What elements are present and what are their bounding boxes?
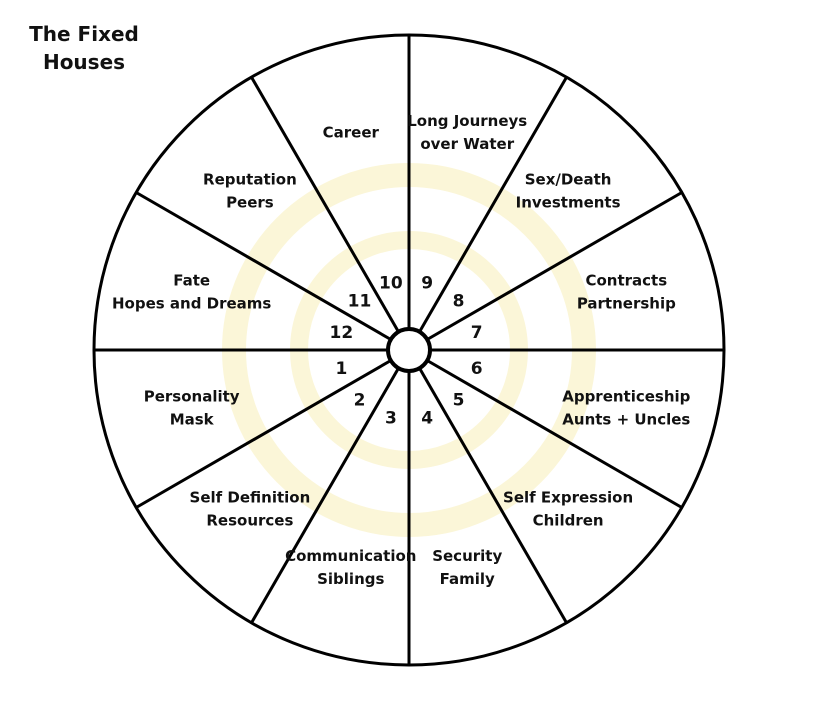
diagram-title: The Fixed Houses (14, 20, 154, 76)
house-10-label-line: Career (323, 124, 380, 142)
house-3-number: 3 (385, 409, 397, 429)
house-8-label-line: Investments (516, 193, 621, 211)
title-line-1: The Fixed (29, 22, 139, 46)
house-11-label-line: Peers (226, 193, 274, 211)
house-9-label-line: over Water (420, 135, 514, 153)
house-9-label-line: Long Journeys (407, 112, 527, 130)
hub-circle (386, 327, 432, 373)
house-8-label-line: Sex/Death (525, 170, 612, 188)
spoke-line (426, 359, 683, 509)
house-7-label-line: Contracts (585, 271, 667, 289)
house-7-label-line: Partnership (577, 294, 676, 312)
house-5-number: 5 (453, 390, 465, 410)
house-10-label: Career (323, 124, 380, 142)
house-2-label-line: Resources (206, 512, 293, 530)
house-3-label-line: Communication (285, 547, 416, 565)
house-4-label-line: Family (440, 570, 495, 588)
wheel-spokes (94, 35, 724, 665)
house-12-label-line: Hopes and Dreams (112, 294, 271, 312)
house-11-label-line: Reputation (203, 170, 297, 188)
house-9-label: Long Journeys over Water (407, 112, 527, 153)
house-10-number: 10 (379, 273, 403, 293)
house-7-number: 7 (471, 323, 483, 343)
house-4-label-line: Security (432, 547, 502, 565)
house-2-label-line: Self Definition (190, 489, 311, 507)
spoke-line (250, 76, 400, 333)
house-1-label-line: Personality (144, 388, 240, 406)
house-12-number: 12 (330, 323, 354, 343)
outer-circle (92, 33, 726, 667)
spoke-line (135, 359, 392, 509)
house-1-number: 1 (335, 359, 347, 379)
house-5-label-line: Children (533, 512, 604, 530)
spoke-line (426, 191, 683, 341)
house-6-label-line: Aunts + Uncles (562, 411, 690, 429)
spoke-line (250, 367, 400, 624)
house-6-number: 6 (471, 359, 483, 379)
house-5-label-line: Self Expression (503, 489, 633, 507)
house-3-label-line: Siblings (317, 570, 384, 588)
house-1-label-line: Mask (170, 411, 215, 429)
house-11-number: 11 (348, 292, 372, 312)
title-line-2: Houses (42, 50, 126, 74)
house-12-label-line: Fate (173, 271, 210, 289)
spoke-line (418, 367, 568, 624)
house-2-number: 2 (354, 390, 366, 410)
house-8-number: 8 (453, 292, 465, 312)
house-9-number: 9 (421, 273, 433, 293)
house-4-number: 4 (421, 409, 433, 429)
spoke-line (418, 76, 568, 333)
spoke-line (135, 191, 392, 341)
house-6-label-line: Apprenticeship (562, 388, 690, 406)
